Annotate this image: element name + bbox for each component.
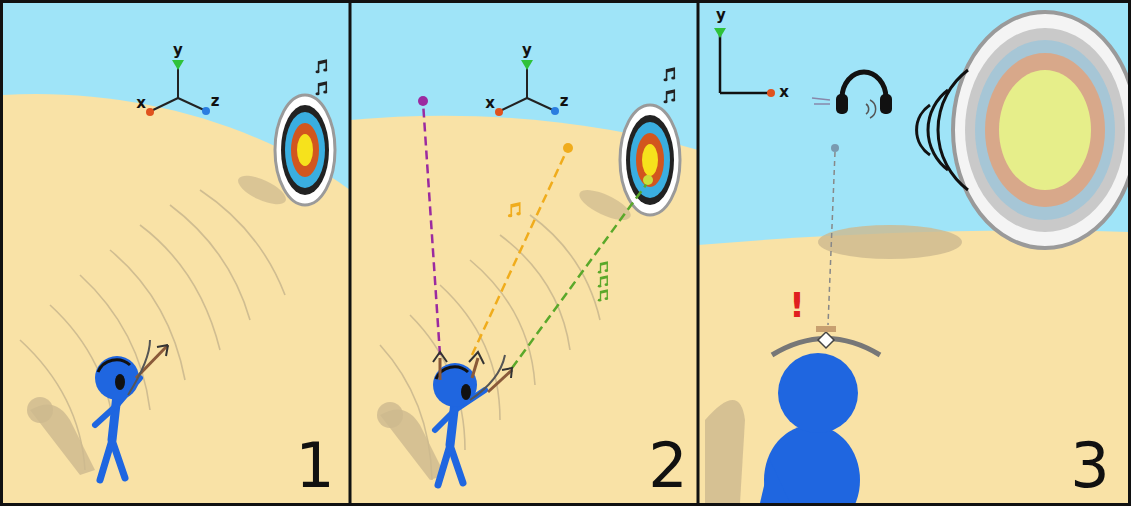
axis-label: x: [779, 85, 789, 100]
panel-three: [698, 3, 1128, 503]
axis-label: y: [522, 43, 532, 58]
axis-label: y: [716, 8, 726, 23]
axis-label: x: [485, 96, 495, 111]
panel-number: 2: [648, 435, 687, 497]
alert-mark: !: [789, 288, 805, 322]
axis-label: y: [173, 43, 183, 58]
axis-label: x: [136, 96, 146, 111]
panel-two: [350, 3, 698, 503]
axis-label: z: [560, 94, 569, 109]
panel-number: 1: [295, 435, 334, 497]
panel-number: 3: [1070, 435, 1109, 497]
axis-label: z: [211, 94, 220, 109]
panel-one: [3, 3, 350, 503]
